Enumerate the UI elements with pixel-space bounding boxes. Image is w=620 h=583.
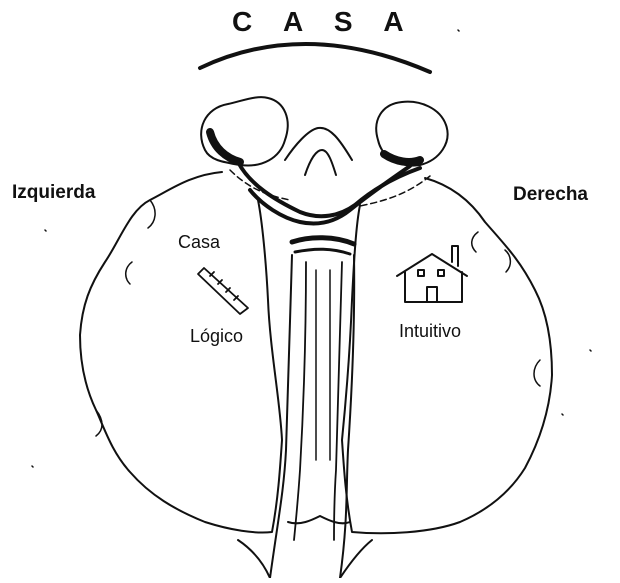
chiasm <box>292 238 354 244</box>
house-icon <box>397 246 467 302</box>
right-hemisphere <box>342 178 552 533</box>
left-bulb-dark <box>210 132 240 162</box>
written-word-icon <box>198 268 248 314</box>
left-gyri <box>96 200 155 436</box>
right-mode-label: Intuitivo <box>399 322 461 340</box>
stem-base <box>288 516 350 523</box>
right-bulb-dark <box>384 154 420 162</box>
stem-inner-left <box>294 262 306 540</box>
right-hemisphere-label: Derecha <box>513 185 588 204</box>
title-arc <box>200 44 430 72</box>
diagram-title: C A S A <box>232 8 416 36</box>
stem-inner-right <box>334 262 342 540</box>
left-hemisphere <box>80 172 282 533</box>
left-tract <box>238 162 420 216</box>
left-word-label: Casa <box>178 233 220 251</box>
right-gyri <box>472 232 540 386</box>
dashed-left <box>230 170 290 200</box>
left-hemisphere-label: Izquierda <box>12 183 95 202</box>
chiasm-lower <box>295 249 350 254</box>
central-top <box>285 128 352 175</box>
stem-bottom-curves <box>238 540 372 578</box>
left-bulb <box>201 97 288 165</box>
stem-core <box>316 270 330 460</box>
left-mode-label: Lógico <box>190 327 243 345</box>
